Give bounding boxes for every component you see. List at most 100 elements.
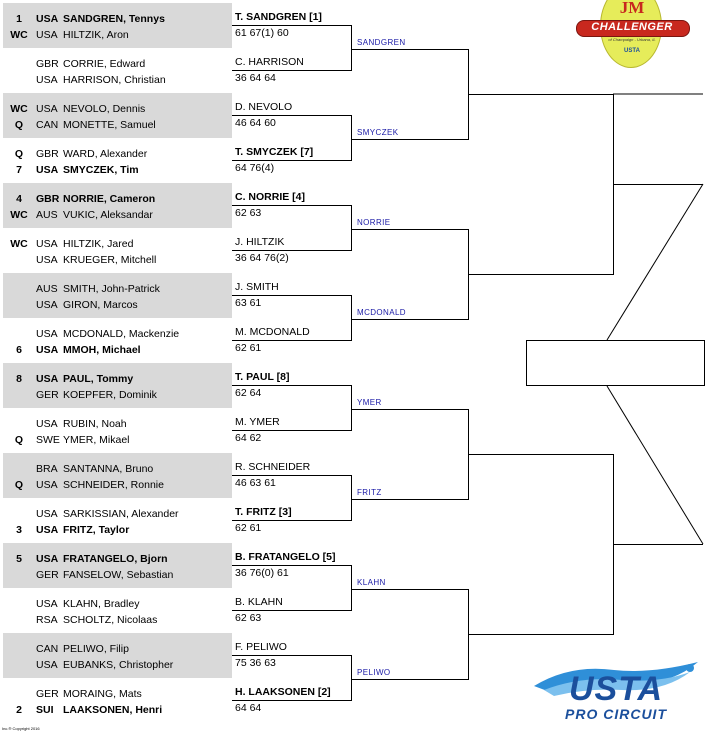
player-country: SUI	[36, 704, 54, 716]
player-seed: Q	[14, 148, 24, 160]
round2-score: 62 61	[235, 342, 262, 354]
player-country: AUS	[36, 209, 58, 221]
match-band	[3, 453, 232, 498]
round2-line	[232, 475, 351, 476]
player-name: PELIWO, Filip	[63, 643, 129, 655]
round2-winner: T. SANDGREN [1]	[235, 11, 322, 23]
player-name: HILTZIK, Jared	[63, 238, 134, 250]
logo-subtitle: of Champaign - Urbana, IL	[608, 37, 656, 42]
round2-score: 36 76(0) 61	[235, 567, 289, 579]
player-country: USA	[36, 508, 58, 520]
player-country: USA	[36, 103, 58, 115]
player-name: GIRON, Marcos	[63, 299, 138, 311]
quarterfinal-line	[351, 679, 468, 680]
player-seed: Q	[14, 119, 24, 131]
round2-line	[232, 205, 351, 206]
semifinal-line	[468, 634, 613, 635]
semifinal-output-top	[613, 184, 703, 185]
semifinal-line	[468, 94, 613, 95]
player-seed: WC	[10, 238, 28, 250]
player-name: SANDGREN, Tennys	[63, 13, 165, 25]
player-seed: Q	[14, 434, 24, 446]
semifinal-line	[468, 274, 613, 275]
usta-wordmark: USTA	[568, 670, 664, 708]
player-seed: 3	[16, 524, 22, 536]
player-country: AUS	[36, 283, 58, 295]
final-box	[526, 340, 705, 386]
round2-winner: C. HARRISON	[235, 56, 304, 68]
player-row: AUS SMITH, John-Patrick	[3, 282, 232, 296]
player-row: GER FANSELOW, Sebastian	[3, 568, 232, 582]
round2-line	[232, 655, 351, 656]
round2-winner: H. LAAKSONEN [2]	[235, 686, 331, 698]
round2-score: 61 67(1) 60	[235, 27, 289, 39]
player-name: SANTANNA, Bruno	[63, 463, 154, 475]
player-country: USA	[36, 164, 59, 176]
match-band	[3, 183, 232, 228]
player-name: FANSELOW, Sebastian	[63, 569, 174, 581]
quarterfinal-winner: MCDONALD	[357, 308, 406, 317]
player-name: FRITZ, Taylor	[63, 524, 130, 536]
quarterfinal-winner: KLAHN	[357, 578, 386, 587]
round2-connector	[351, 205, 352, 251]
round2-score: 62 63	[235, 207, 262, 219]
player-seed: WC	[10, 209, 28, 221]
player-country: RSA	[36, 614, 58, 626]
player-seed: WC	[10, 29, 28, 41]
round2-winner: J. HILTZIK	[235, 236, 285, 248]
player-name: KOEPFER, Dominik	[63, 389, 157, 401]
player-country: SWE	[36, 434, 60, 446]
quarterfinal-line	[351, 229, 468, 230]
top-half-diag	[606, 183, 704, 341]
player-name: EUBANKS, Christopher	[63, 659, 174, 671]
pro-circuit-text: PRO CIRCUIT	[565, 706, 667, 722]
player-name: NORRIE, Cameron	[63, 193, 156, 205]
round2-line	[232, 295, 351, 296]
player-name: PAUL, Tommy	[63, 373, 134, 385]
round2-score: 62 61	[235, 522, 262, 534]
player-name: HILTZIK, Aron	[63, 29, 129, 41]
round2-connector	[351, 25, 352, 71]
round2-winner: M. YMER	[235, 416, 280, 428]
round2-score: 36 64 64	[235, 72, 276, 84]
player-country: USA	[36, 553, 59, 565]
round2-winner: R. SCHNEIDER	[235, 461, 311, 473]
round2-line	[232, 565, 351, 566]
match-band	[3, 3, 232, 48]
player-seed: Q	[14, 479, 24, 491]
player-name: SARKISSIAN, Alexander	[63, 508, 179, 520]
player-name: MORAING, Mats	[63, 688, 142, 700]
player-row: USA SARKISSIAN, Alexander	[3, 507, 232, 521]
quarterfinal-winner: SANDGREN	[357, 38, 406, 47]
player-country: GER	[36, 569, 59, 581]
player-country: USA	[36, 659, 58, 671]
round2-line	[232, 115, 351, 116]
round2-line	[232, 250, 351, 251]
player-country: USA	[36, 344, 59, 356]
quarterfinal-line	[351, 49, 468, 50]
logo-badge: USTA	[624, 48, 640, 54]
round2-score: 62 64	[235, 387, 262, 399]
round2-winner: M. MCDONALD	[235, 326, 310, 338]
player-country: USA	[36, 74, 58, 86]
round2-score: 64 62	[235, 432, 262, 444]
player-name: SMITH, John-Patrick	[63, 283, 160, 295]
semifinal-line	[468, 454, 613, 455]
round2-winner: C. NORRIE [4]	[235, 191, 306, 203]
player-seed: 4	[16, 193, 22, 205]
quarterfinal-line	[351, 139, 468, 140]
